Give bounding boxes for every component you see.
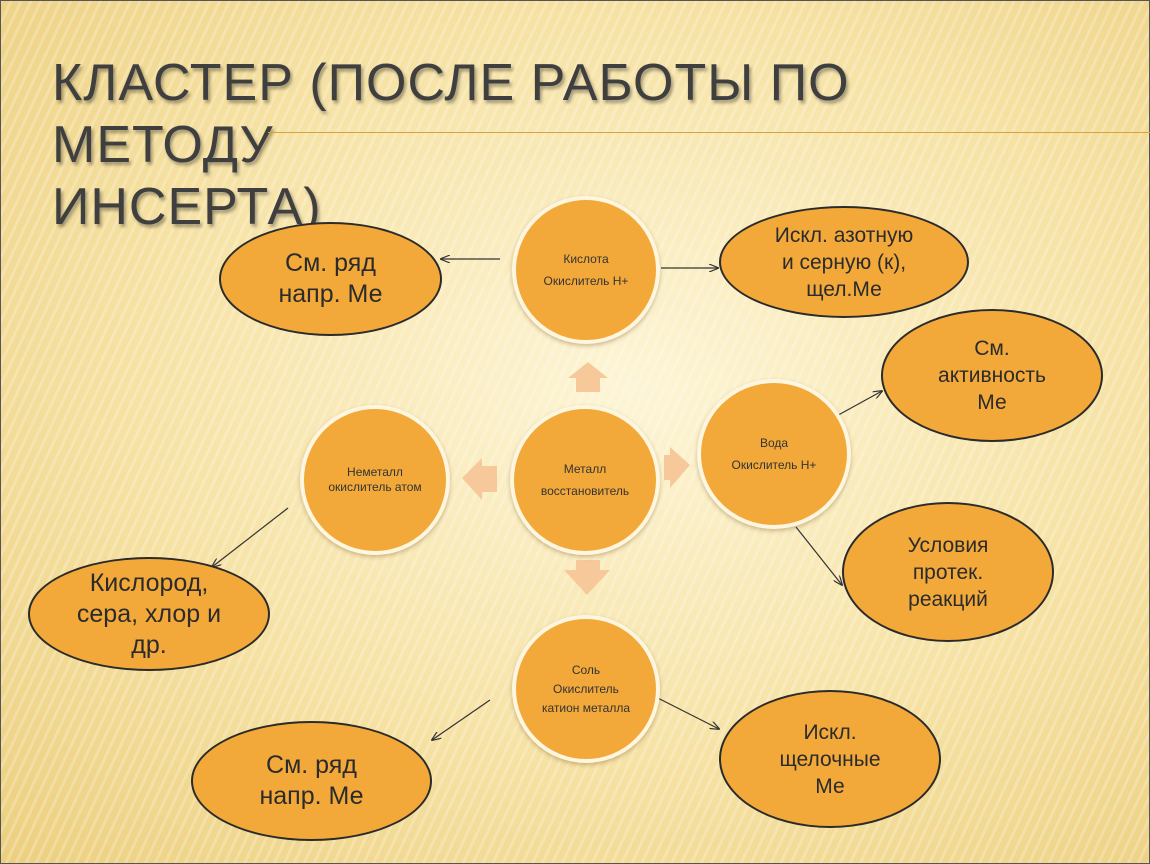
note-salt-left: См. ряд напр. Ме xyxy=(191,721,432,841)
arrow-water-to-bottom-note xyxy=(795,526,842,585)
title-underline xyxy=(268,132,1150,133)
node-nonmetal-label: Неметалл окислитель атом xyxy=(328,465,422,494)
note-acid-left-label: См. ряд напр. Ме xyxy=(278,249,383,308)
node-water: Вода Окислитель Н+ xyxy=(697,379,851,529)
note-acid-right: Искл. азотную и серную (к), щел.Ме xyxy=(719,206,969,318)
note-water-bottom: Условия протек. реакций xyxy=(842,502,1054,642)
note-salt-left-label: См. ряд напр. Ме xyxy=(259,751,364,810)
note-nonmetal-bottom-label: Кислород, сера, хлор и др. xyxy=(76,568,222,659)
note-salt-right: Искл. щелочные Ме xyxy=(719,690,941,828)
note-nonmetal-bottom: Кислород, сера, хлор и др. xyxy=(28,557,270,671)
note-acid-right-label: Искл. азотную и серную (к), щел.Ме xyxy=(774,223,914,301)
node-water-label: Вода Окислитель Н+ xyxy=(731,436,817,472)
arrow-nonmetal-to-bottom-note xyxy=(212,507,289,567)
note-water-top: См. активность Ме xyxy=(881,309,1103,442)
note-salt-right-label: Искл. щелочные Ме xyxy=(779,720,881,798)
note-water-bottom-label: Условия протек. реакций xyxy=(907,533,989,611)
block-arrow-down xyxy=(564,560,610,595)
note-acid-left: См. ряд напр. Ме xyxy=(219,222,442,336)
node-acid: Кислота Окислитель Н+ xyxy=(512,196,660,344)
node-salt: Соль Окислитель катион металла xyxy=(512,615,660,763)
note-water-top-label: См. активность Ме xyxy=(938,337,1046,414)
title-line-2: ИНСЕРТА) xyxy=(52,178,322,236)
node-metal-center: Металл восстановитель xyxy=(510,405,660,555)
node-metal-label: Металл восстановитель xyxy=(540,462,630,498)
node-nonmetal: Неметалл окислитель атом xyxy=(300,405,450,555)
block-arrow-left xyxy=(462,458,497,500)
block-arrow-right xyxy=(664,447,690,488)
node-salt-label: Соль Окислитель катион металла xyxy=(542,662,630,715)
arrow-salt-to-left-note xyxy=(432,699,491,740)
title-line-1: КЛАСТЕР (ПОСЛЕ РАБОТЫ ПО МЕТОДУ xyxy=(52,54,850,174)
slide-title: КЛАСТЕР (ПОСЛЕ РАБОТЫ ПО МЕТОДУ ИНСЕРТА) xyxy=(52,52,1052,238)
block-arrow-up xyxy=(568,362,608,392)
node-acid-label: Кислота Окислитель Н+ xyxy=(543,252,629,288)
